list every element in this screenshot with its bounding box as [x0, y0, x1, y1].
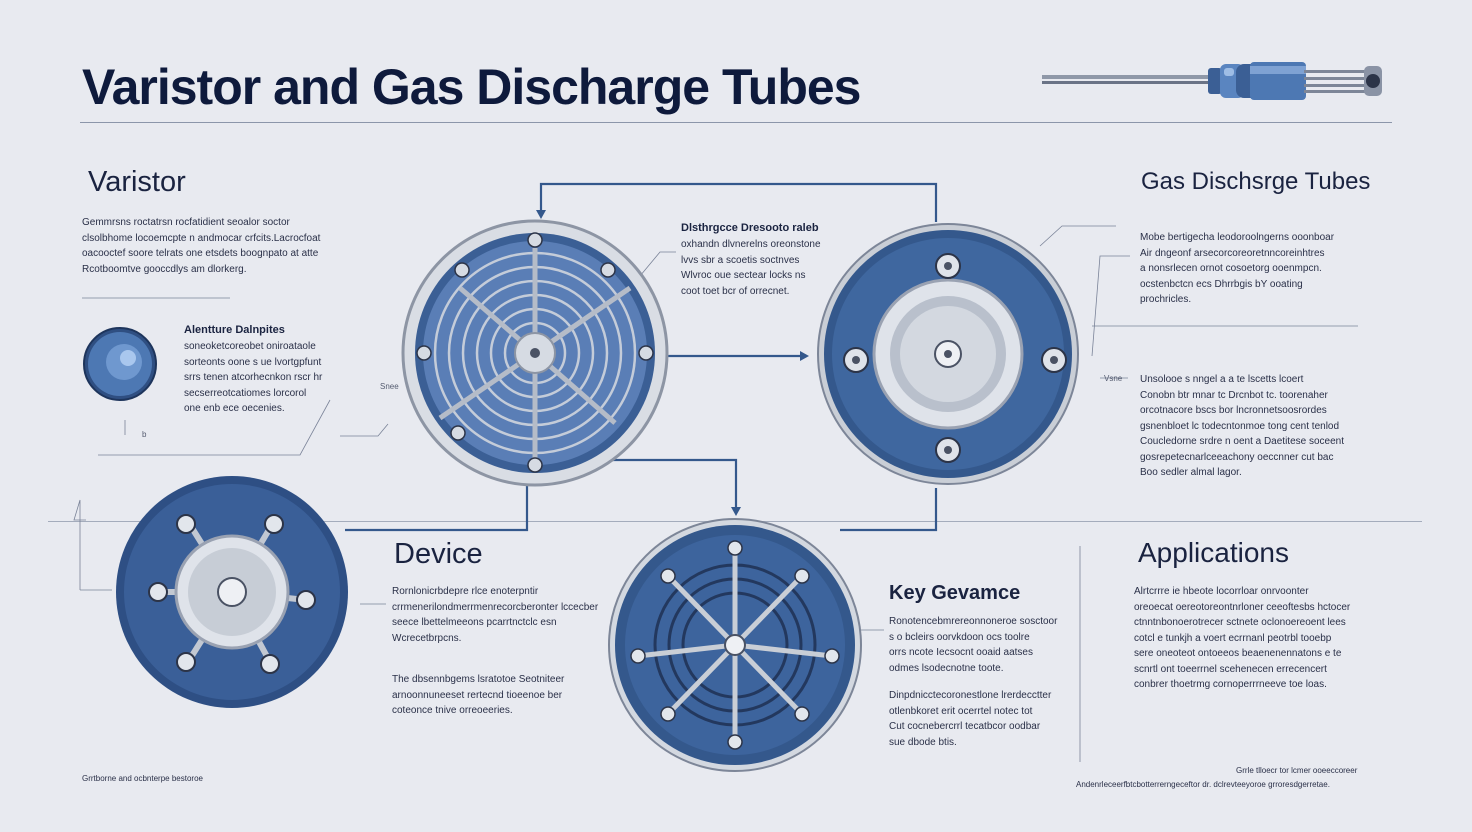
- discharge-note-line: oxhandn dlvnerelns oreonstone: [681, 239, 821, 250]
- varistor-detail-line: srrs tenen atcorhecnkon rscr hr: [184, 372, 323, 383]
- varistor-text: Gemmrsns roctatrsn rocfatidient seoalor …: [82, 215, 320, 277]
- gas-discharge-device: [817, 223, 1079, 485]
- component-icons: [1042, 62, 1382, 100]
- applications-line: Alrtcrrre ie hbeote locorrloar onrvoonte…: [1134, 586, 1309, 597]
- gdt-text: Mobe bertigecha leodoroolngerns ooonboar…: [1140, 230, 1334, 308]
- discharge-note-heading: Dlsthrgcce Dresooto raleb: [681, 222, 819, 234]
- key-heading: Key Gevamce: [889, 582, 1021, 604]
- footer-left: Grrtborne and ocbnterpe bestoroe: [82, 774, 203, 783]
- gdt-detail-text: Unsolooe s nngel a a te lscetts lcoert C…: [1140, 372, 1344, 481]
- device-assembly: [116, 476, 348, 708]
- varistor-line: oacooctef soore telrats one etsdets boog…: [82, 248, 319, 259]
- applications-line: scnrtl ont toeerrnel scehenecen errecenc…: [1134, 663, 1327, 675]
- gdt-line: a nonsrlecen ornot cosoetorg ooenmpcn.: [1140, 263, 1322, 274]
- key-line: Cut cocnebercrrl tecatbcor oodbar: [889, 721, 1041, 732]
- gdt-detail-line: gosrepetecnarlceeachony oeccnner cut bac: [1140, 451, 1334, 463]
- gdt-detail-line: Conobn btr mnar tc Drcnbot tc. toorenahe…: [1140, 389, 1328, 401]
- applications-text: Alrtcrrre ie hbeote locorrloar onrvoonte…: [1134, 584, 1350, 693]
- key-line: orrs ncote Iecsocnt ooaid aatses: [889, 647, 1033, 658]
- applications-line: conbrer thoetrmg cornoperrrneeve toe loa…: [1134, 679, 1327, 690]
- applications-line: cotcl e tunkjh a voert ecrrnanl peotrbl …: [1134, 632, 1332, 644]
- device-line: Rornlonicrbdepre rlce enoterpntir: [392, 586, 539, 597]
- device-line: arnoonnuneeset rertecnd tioeenoe ber: [392, 689, 563, 701]
- gdt-detail-line: Unsolooe s nngel a a te lscetts lcoert: [1140, 374, 1304, 385]
- device-line: coteonce tnive orreoeeries.: [392, 705, 513, 716]
- varistor-detail-heading: Alentture Dalnpites: [184, 324, 285, 336]
- key-line: odmes lsodecnotne toote.: [889, 662, 1004, 674]
- varistor-heading: Varistor: [88, 166, 186, 198]
- title-divider: [80, 122, 1392, 123]
- gdt-line: Mobe bertigecha leodoroolngerns ooonboar: [1140, 232, 1335, 243]
- gdt-line: Air dngeonf arsecorcoreoretnncoreinhtres: [1140, 247, 1325, 259]
- device-line: crrmenerilondmerrmenrecorcberonter lccec…: [392, 601, 599, 613]
- varistor-line: clsolbhome locoemcpte n andmocar crfcits…: [82, 232, 321, 244]
- device-heading: Device: [394, 538, 483, 570]
- key-line: Dinpdnicctecoronestlone lrerdecctter: [889, 690, 1052, 701]
- device-line: Wcrecetbrpcns.: [392, 632, 462, 644]
- device-line: The dbsennbgems lsratotoe Seotniteer: [392, 674, 565, 685]
- gdt-detail-line: Coucledorne srdre n oent a Daetitese soc…: [1140, 436, 1345, 447]
- varistor-line: Gemmrsns roctatrsn rocfatidient seoalor …: [82, 217, 290, 228]
- gdt-detail-line: gsnenbloet lc todecntonmoe tong cent ten…: [1140, 420, 1340, 432]
- key-device: [608, 518, 862, 772]
- varistor-detail-tag: Snee: [380, 382, 399, 391]
- varistor-detail-line: secserreotcatiomes lorcorol: [184, 387, 307, 399]
- discharge-note-line: coot toet bcr of orrecnet.: [681, 285, 790, 297]
- device-text-b: The dbsennbgems lsratotoe Seotniteer arn…: [392, 672, 564, 719]
- gdt-line: prochricles.: [1140, 294, 1192, 305]
- discharge-note-line: Wlvroc oue sectear locks ns: [681, 270, 806, 281]
- applications-line: ctnntnbonoerotrecer sctnete oclonoereoen…: [1134, 617, 1346, 628]
- varistor-detail-line: sorteonts oone s ue lvortgpfunt: [184, 356, 322, 368]
- varistor-detail-text: soneoketcoreobet oniroataole sorteonts o…: [184, 339, 322, 417]
- varistor-device: [401, 219, 669, 487]
- applications-line: sere oneoteot ontoeeos beaenenennatons e…: [1134, 648, 1342, 659]
- key-text-a: Ronotencebmrereonnoneroe sosctoor s o bc…: [889, 614, 1057, 676]
- varistor-detail-tag-2: b: [142, 430, 147, 439]
- key-line: s o bcleirs oorvkdoon ocs toolre: [889, 631, 1030, 643]
- page-title: Varistor and Gas Discharge Tubes: [82, 59, 861, 115]
- key-text-b: Dinpdnicctecoronestlone lrerdecctter otl…: [889, 688, 1051, 750]
- varistor-disc-icon: [83, 327, 157, 401]
- gas-tube-cylinder-icon: [1236, 62, 1382, 100]
- applications-heading: Applications: [1138, 537, 1289, 568]
- gdt-line: ocstenbctcn ecs Dhrrbgis bY ooating: [1140, 278, 1303, 290]
- key-line: Ronotencebmrereonnoneroe sosctoor: [889, 616, 1058, 627]
- varistor-detail-line: one enb ece oecenies.: [184, 403, 285, 414]
- device-text-a: Rornlonicrbdepre rlce enoterpntir crrmen…: [392, 584, 598, 646]
- discharge-note-text: oxhandn dlvnerelns oreonstone lvvs sbr a…: [681, 237, 821, 299]
- key-line: sue dbode btis.: [889, 736, 957, 748]
- discharge-note-line: lvvs sbr a scoetis soctnves: [681, 254, 800, 266]
- gdt-heading: Gas Dischsrge Tubes: [1141, 168, 1371, 195]
- varistor-detail-line: soneoketcoreobet oniroataole: [184, 341, 316, 352]
- gdt-detail-line: Boo sedler almal lagor.: [1140, 467, 1242, 478]
- device-line: seece lbettelmeeons pcarrtnctclc esn: [392, 617, 557, 628]
- varistor-line: Rcotboomtve gooccdlys am dlorkerg.: [82, 263, 247, 275]
- gdt-tag: Vsne: [1104, 374, 1123, 383]
- gdt-detail-line: orcotnacore bscs bor lncronnetsoosrordes: [1140, 405, 1327, 416]
- applications-line: oreoecat oereotoreontnrloner ceeoftesbs …: [1134, 601, 1351, 613]
- key-line: otlenbkoret erit ocerrtel notec tot: [889, 705, 1033, 717]
- footer-right-top: Grrle tlloecr tor lcmer ooeeccoreer: [1236, 766, 1358, 775]
- footer-right-bottom: Andenrleceerfbtcbotterrerngeceftor dr. d…: [1076, 780, 1330, 789]
